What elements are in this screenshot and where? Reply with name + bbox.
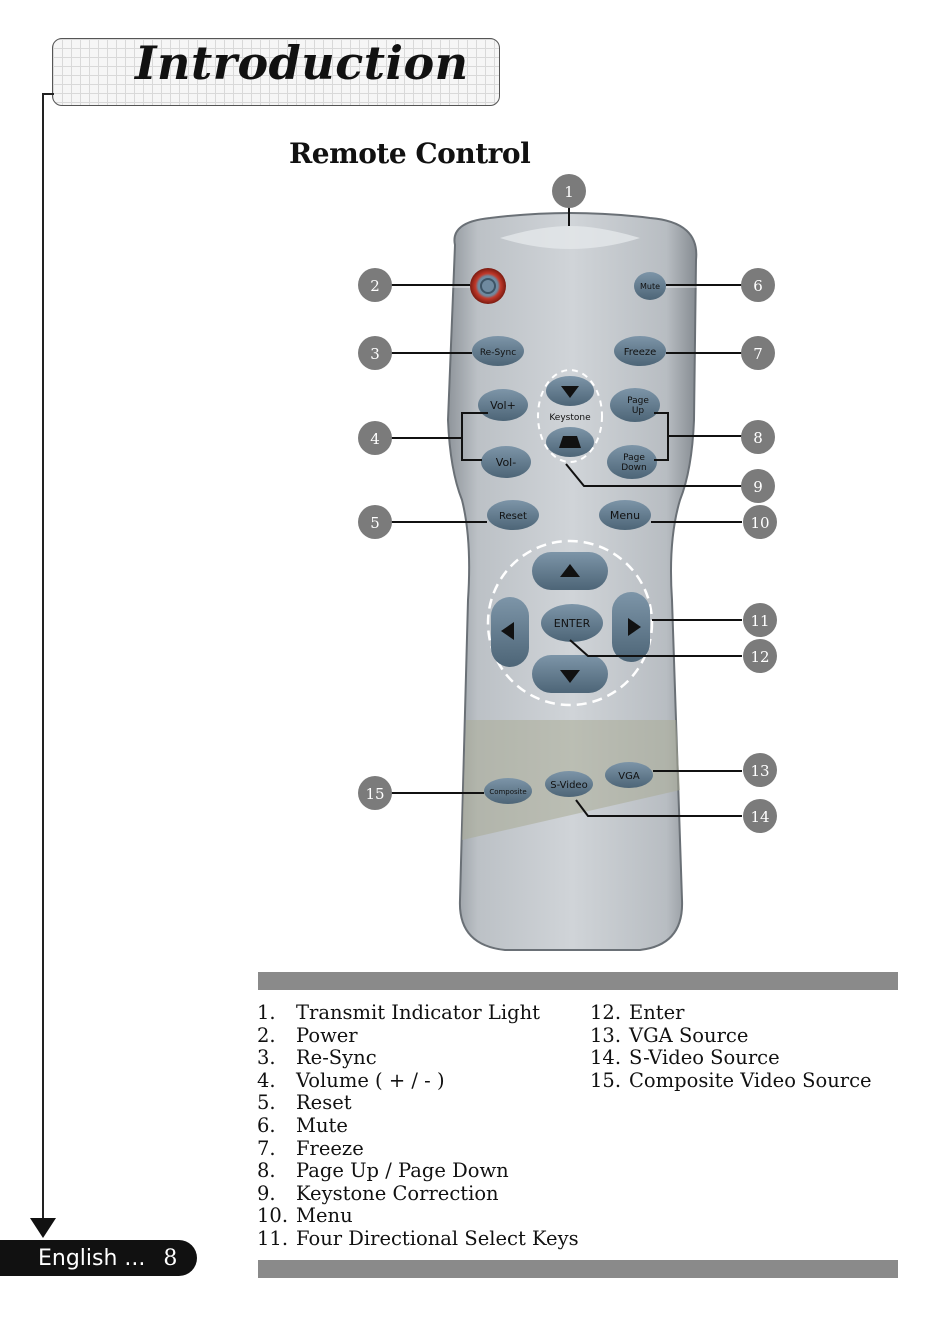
page-down-button [607,445,657,479]
callout-10-label: 10 [750,514,769,532]
vol-down-label: Vol- [496,456,516,469]
enter-button [541,604,603,642]
svg-text:Page: Page [627,396,649,406]
margin-line [42,93,44,1223]
legend-item: 14.S-Video Source [590,1046,780,1070]
callout-7-label: 7 [753,345,763,363]
dpad-highlight [486,539,654,707]
remote-control-illustration: Mute Re-Sync Freeze Vol+ Vol- Keystone P… [358,174,777,951]
enter-label: ENTER [554,617,591,630]
keystone-highlight [537,369,603,463]
header-tab [52,38,500,106]
legend-top-bar [258,972,898,990]
callout-13 [743,753,777,787]
legend-item: 8.Page Up / Page Down [257,1159,509,1183]
callout-leader-lines [391,207,742,817]
section-title: Remote Control [289,137,531,170]
legend-item: 5.Reset [257,1091,352,1115]
resync-button [472,336,524,366]
callout-12 [743,639,777,673]
vol-down-button [481,446,531,478]
callout-8-label: 8 [753,429,763,447]
callout-2-label: 2 [370,277,380,295]
menu-button [599,500,651,530]
freeze-label: Freeze [624,347,657,358]
callout-15-label: 15 [365,785,384,803]
callout-9 [741,469,775,503]
callout-4-label: 4 [370,430,380,448]
reset-button [487,500,539,530]
legend-item: 6.Mute [257,1113,348,1137]
callout-11 [743,603,777,637]
vga-button [605,762,653,788]
legend-list-left: 1.Transmit Indicator Light 2.Power 3.Re-… [257,1001,579,1251]
legend-item: 1.Transmit Indicator Light [257,1001,540,1024]
callout-9-label: 9 [753,478,763,496]
composite-button [484,778,532,804]
legend-item: 3.Re-Sync [257,1046,377,1070]
legend-item: 12.Enter [590,1001,685,1024]
legend-item: 7.Freeze [257,1136,364,1160]
callout-13-label: 13 [750,762,769,780]
vol-up-label: Vol+ [490,399,516,412]
callout-10 [743,505,777,539]
legend-item: 15.Composite Video Source [590,1068,872,1092]
legend-bottom-bar [258,1260,898,1278]
legend-item: 10.Menu [257,1204,353,1228]
svideo-label: S-Video [550,780,587,791]
legend-item: 4.Volume ( + / - ) [257,1068,445,1092]
vol-up-button [478,389,528,421]
footer-language: English ... [38,1245,146,1271]
callout-11-label: 11 [750,612,769,630]
svg-text:Page: Page [623,453,645,463]
callout-3 [358,336,392,370]
callout-14 [743,799,777,833]
callout-markers [358,174,777,833]
callout-8 [741,420,775,454]
callout-2 [358,268,392,302]
callout-6-label: 6 [753,277,763,295]
power-button [470,268,506,304]
freeze-button [614,336,666,366]
margin-line-connector [42,93,54,95]
composite-label: Composite [489,788,526,796]
vga-label: VGA [618,771,640,782]
svg-text:Down: Down [621,463,647,473]
callout-1-label: 1 [564,183,574,201]
page-number: 8 [163,1245,178,1271]
callout-4 [358,421,392,455]
footer-page-badge: English ... 8 [0,1240,197,1276]
legend-item: 9.Keystone Correction [257,1181,499,1205]
callout-14-label: 14 [750,808,769,826]
callout-15 [358,776,392,810]
page-title: Introduction [135,36,469,90]
callout-numbers: 1 2 3 4 5 6 7 8 9 10 11 12 13 14 15 [365,183,769,826]
callout-3-label: 3 [370,345,380,363]
legend-item: 13.VGA Source [590,1023,749,1047]
svg-text:Up: Up [632,406,645,416]
callout-6 [741,268,775,302]
page-up-button [610,388,660,422]
mute-label: Mute [640,282,660,291]
keystone-label: Keystone [549,413,591,423]
legend-item: 11.Four Directional Select Keys [257,1226,579,1250]
callout-7 [741,336,775,370]
reset-label: Reset [499,511,527,522]
svideo-button [545,771,593,797]
callout-5 [358,505,392,539]
resync-label: Re-Sync [480,348,516,358]
menu-label: Menu [610,509,640,522]
legend-item: 2.Power [257,1023,358,1047]
callout-12-label: 12 [750,648,769,666]
mute-button [634,272,666,300]
callout-5-label: 5 [370,514,380,532]
callout-1 [552,174,586,208]
arrow-down-icon [30,1218,56,1238]
legend-list-right: 12.Enter 13.VGA Source 14.S-Video Source… [590,1001,872,1092]
